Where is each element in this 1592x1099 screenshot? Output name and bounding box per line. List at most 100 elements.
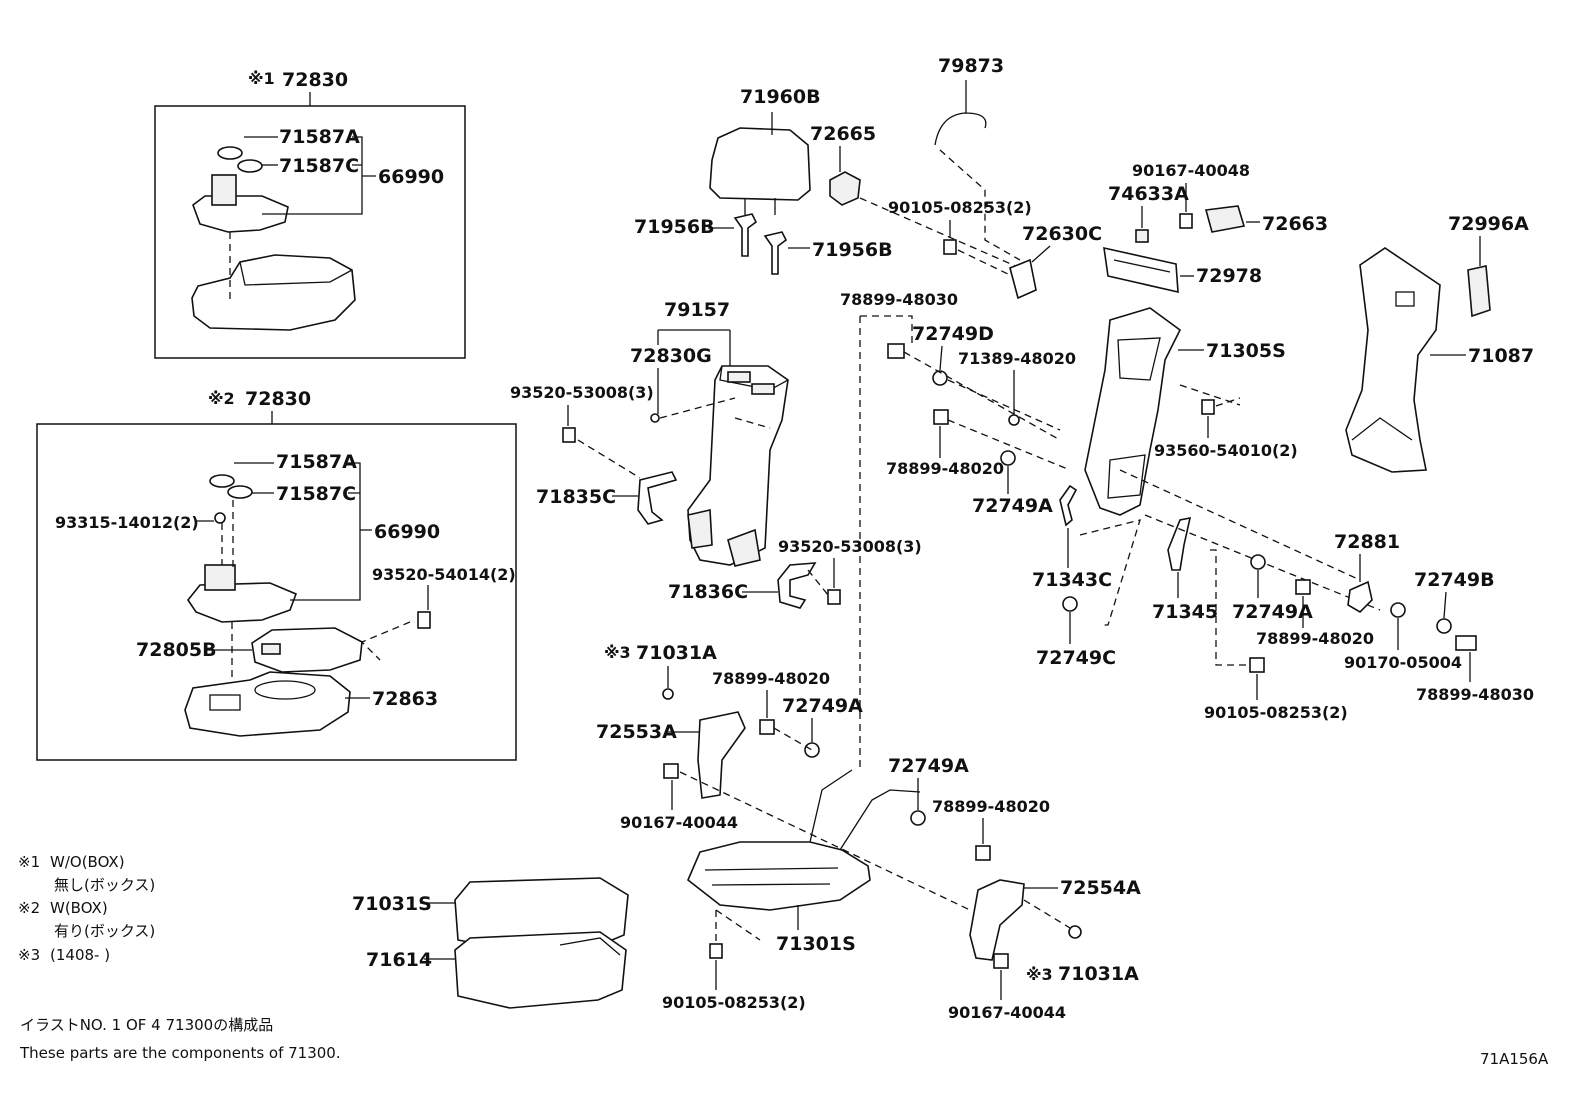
nut-72749B [1436, 618, 1452, 634]
box2-mark: ※2 [208, 389, 235, 408]
label-71836C: 71836C [668, 581, 748, 603]
label-93560: 93560-54010(2) [1154, 441, 1298, 460]
box1-frame [154, 105, 466, 359]
note-1-mark: ※1 [18, 853, 40, 871]
label-79873: 79873 [938, 55, 1004, 77]
note-3-text: (1408- ) [50, 946, 110, 964]
label-71031A-top: 71031A [636, 642, 717, 664]
bolt-78899-48030-b [1455, 635, 1477, 651]
bolt-90105-top [943, 239, 957, 255]
label-71305S: 71305S [1206, 340, 1286, 362]
bolt-78899-48020-c [759, 719, 775, 735]
box2-pad-c [227, 485, 253, 499]
label-71031S: 71031S [352, 893, 432, 915]
label-93520-53008-a: 93520-53008(3) [510, 383, 654, 402]
cap-72665 [829, 171, 861, 206]
label-box2-72863: 72863 [372, 688, 438, 710]
box1-lid-insert [211, 174, 237, 206]
label-72749B: 72749B [1414, 569, 1495, 591]
buckle-72996A [1467, 265, 1491, 318]
label-box2-72805B: 72805B [136, 639, 217, 661]
bolt-78899-48020-a [933, 409, 949, 425]
label-72749A-c: 72749A [782, 695, 863, 717]
label-78899-48030-b: 78899-48030 [1416, 685, 1534, 704]
label-box2-66990: 66990 [374, 521, 440, 543]
label-72749A-d: 72749A [888, 755, 969, 777]
box2-pad-a [209, 474, 235, 488]
clip-74633A [1135, 229, 1149, 243]
box1-group: ※1 72830 71587A 71587C 66990 [154, 69, 466, 359]
center-group: 71960B 71956B 71956B 72665 79873 79157 7… [510, 55, 1021, 609]
clip-71031A-top [662, 688, 674, 700]
label-90105-top: 90105-08253(2) [888, 198, 1032, 217]
label-71835C: 71835C [536, 486, 616, 508]
bracket-71835C [637, 471, 678, 525]
armrest-slot-a [727, 371, 751, 383]
frame-71305S [1084, 307, 1182, 516]
washer-71389 [1008, 414, 1020, 426]
footer-line-1: イラストNO. 1 OF 4 71300の構成品 [20, 1016, 273, 1034]
bracket-71836C [777, 562, 817, 609]
cover-72663 [1204, 205, 1246, 233]
cover-72554A [969, 879, 1025, 961]
label-box2-71587A: 71587A [276, 451, 357, 473]
nut-72749A-b [1250, 554, 1266, 570]
label-71031A-mark-bot: ※3 [1026, 965, 1053, 984]
nut-72749A-c [804, 742, 820, 758]
box1-title: 72830 [282, 69, 348, 91]
bolt-90105-bot [709, 943, 723, 959]
box2-title: 72830 [245, 388, 311, 410]
hinge-72630C [1009, 258, 1037, 300]
lower-group: ※3 71031A 78899-48020 72749A 72553A 9016… [352, 642, 1141, 1022]
screw-90167-40048 [1179, 213, 1193, 229]
cushion-71614 [454, 931, 627, 1009]
label-90167-40048: 90167-40048 [1132, 161, 1250, 180]
label-74633A: 74633A [1108, 183, 1189, 205]
label-71956B-r: 71956B [812, 239, 893, 261]
box2-group: ※2 72830 71587A 71587C 66990 93315-14012… [36, 388, 517, 761]
bolt-78899-48030-a [887, 343, 905, 359]
armrest-slot-b [751, 383, 775, 395]
diagram-id: 71A156A [1480, 1050, 1549, 1068]
label-box2-93315: 93315-14012(2) [55, 513, 199, 532]
lid-pad-c [237, 159, 263, 173]
footer-line-2: These parts are the components of 71300. [19, 1044, 341, 1062]
note-2-sub: 有り(ボックス) [54, 922, 155, 940]
label-box1-71587A: 71587A [279, 126, 360, 148]
box1-mark: ※1 [248, 69, 275, 88]
cable-79873 [934, 112, 987, 146]
label-72978: 72978 [1196, 265, 1262, 287]
label-78899-48030-a: 78899-48030 [840, 290, 958, 309]
label-78899-48020-c: 78899-48020 [712, 669, 830, 688]
label-90105-bot: 90105-08253(2) [662, 993, 806, 1012]
armrest-hinge-l [687, 509, 713, 549]
bolt-78899-48020-d [975, 845, 991, 861]
screw-93520-b [827, 589, 841, 605]
label-79157: 79157 [664, 299, 730, 321]
cover-72978 [1103, 246, 1179, 294]
panel-71087 [1345, 247, 1441, 473]
screw-90167-40044-a [663, 763, 679, 779]
label-71614: 71614 [366, 949, 432, 971]
cover-72553A [697, 711, 746, 799]
upper-right-group: 90105-08253(2) 72630C 90167-40048 74633A… [888, 161, 1534, 516]
washer-90170 [1390, 602, 1406, 618]
bracket-72881 [1347, 580, 1373, 614]
armrest-79157 [687, 365, 789, 566]
nut-72749A-d [910, 810, 926, 826]
note-2-mark: ※2 [18, 899, 40, 917]
label-71031A-mark-top: ※3 [604, 643, 631, 662]
label-71389: 71389-48020 [958, 349, 1076, 368]
armrest-hinge-r [727, 528, 761, 567]
frame-71301S [687, 841, 871, 911]
screw-72830G [650, 413, 660, 423]
bolt-93560 [1201, 399, 1215, 415]
box1-console [191, 254, 356, 331]
note-2-text: W(BOX) [50, 899, 108, 917]
bracket-71343C [1059, 484, 1078, 527]
label-71087: 71087 [1468, 345, 1534, 367]
label-90105-mid: 90105-08253(2) [1204, 703, 1348, 722]
label-72553A: 72553A [596, 721, 677, 743]
